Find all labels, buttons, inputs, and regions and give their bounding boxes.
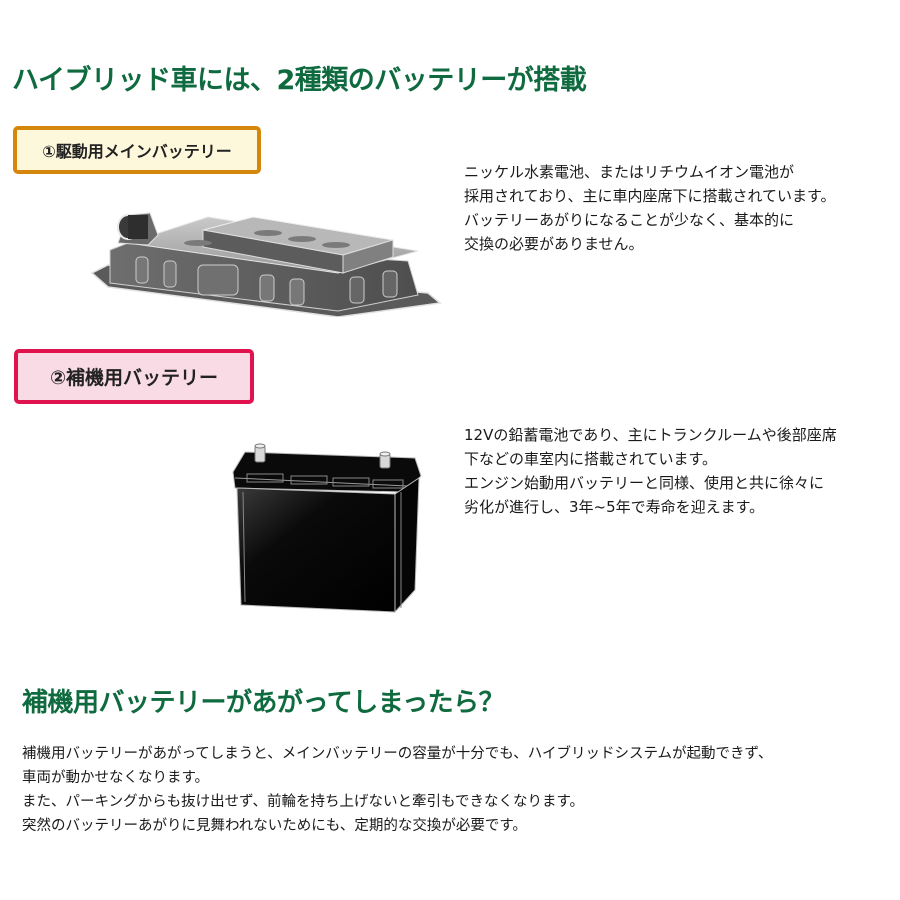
body-line: 突然のバッテリーあがりに見舞われないためにも、定期的な交換が必要です。 <box>22 818 527 834</box>
section-body: 補機用バッテリーがあがってしまうと、メインバッテリーの容量が十分でも、ハイブリッ… <box>22 742 773 838</box>
page-title: ハイブリッド車には、2種類のバッテリーが搭載 <box>12 65 587 96</box>
description-line: 劣化が進行し、3年~5年で寿命を迎えます。 <box>464 498 765 516</box>
description-line: 12Vの鉛蓄電池であり、主にトランクルームや後部座席 <box>464 426 837 444</box>
description-line: エンジン始動用バッテリーと同様、使用と共に徐々に <box>464 474 825 492</box>
section-heading: 補機用バッテリーがあがってしまったら？ <box>22 688 505 718</box>
auxiliary-battery-description: 12Vの鉛蓄電池であり、主にトランクルームや後部座席 下などの車室内に搭載されて… <box>464 423 837 519</box>
description-line: ニッケル水素電池、またはリチウムイオン電池が <box>464 163 795 181</box>
body-line: また、パーキングからも抜け出せず、前輪を持ち上げないと牽引もできなくなります。 <box>22 794 585 810</box>
drive-battery-description: ニッケル水素電池、またはリチウムイオン電池が 採用されており、主に車内座席下に搭… <box>464 160 836 256</box>
description-line: 下などの車室内に搭載されています。 <box>464 450 718 468</box>
description-line: 採用されており、主に車内座席下に搭載されています。 <box>464 187 836 205</box>
auxiliary-12v-battery-image <box>225 440 425 615</box>
description-line: バッテリーあがりになることが少なく、基本的に <box>464 211 795 229</box>
description-line: 交換の必要がありません。 <box>464 235 644 253</box>
drive-battery-label: ①駆動用メインバッテリー <box>13 126 261 174</box>
auxiliary-battery-label: ②補機用バッテリー <box>14 349 254 404</box>
drive-battery-pack-image <box>88 195 448 318</box>
body-line: 補機用バッテリーがあがってしまうと、メインバッテリーの容量が十分でも、ハイブリッ… <box>22 746 773 762</box>
body-line: 車両が動かせなくなります。 <box>22 770 210 786</box>
